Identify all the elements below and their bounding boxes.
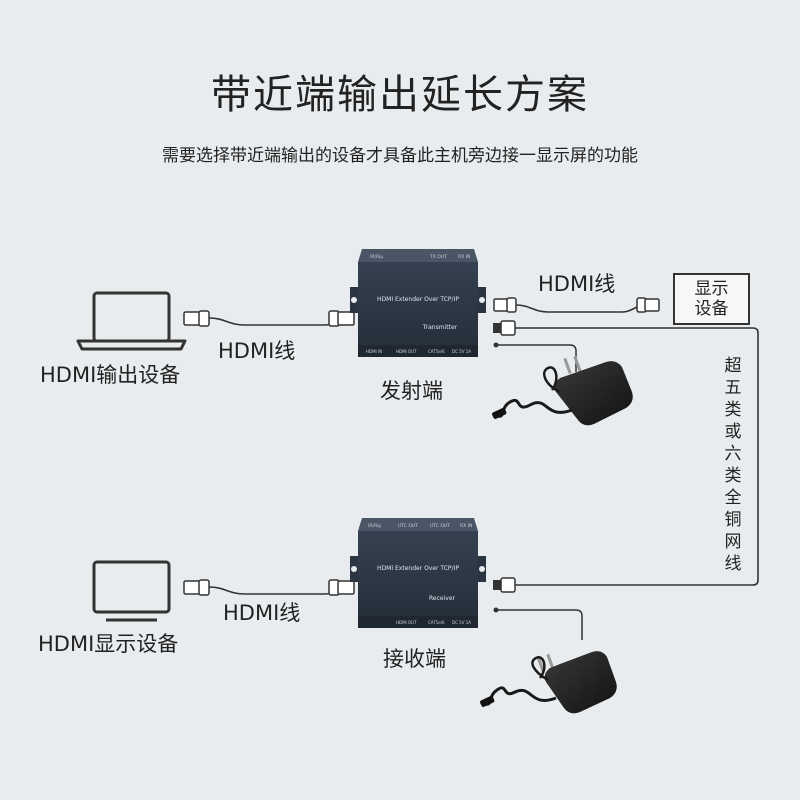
hdmi-cable-label-top: HDMI线 (218, 339, 296, 363)
hdmi-plug-icon (183, 579, 210, 596)
hdmi-cable-bottom (183, 579, 355, 596)
hdmi-plug-icon (328, 310, 355, 327)
port-label-cat: CAT5e/6 (428, 349, 445, 354)
port-label-utcout: UTC OUT (430, 523, 450, 529)
hdmi-cable-local-out (493, 297, 660, 313)
monitor-icon (92, 560, 171, 622)
receiver-role-text: Receiver (429, 595, 455, 602)
transmitter-device: IR/Rip TX OUT RX IN HDMI Extender Over T… (350, 249, 486, 357)
network-cable-label: 超五类或六类全铜网线 (724, 356, 742, 574)
rj45-plug-icon (493, 577, 516, 593)
port-label-hdmi-out: HDMI OUT (396, 620, 417, 625)
hdmi-plug-icon (328, 579, 355, 596)
hdmi-plug-icon (636, 297, 660, 313)
receiver-label: 接收端 (383, 647, 446, 671)
port-label-irrip: IR/Rip (370, 254, 383, 260)
transmitter-label: 发射端 (380, 379, 443, 403)
power-adapter-icon (492, 342, 633, 426)
display-device-box: 显示 设备 (673, 273, 750, 325)
port-label-cat: CAT5e/6 (428, 620, 445, 625)
hdmi-cable-label-local: HDMI线 (538, 272, 616, 296)
receiver-model-text: HDMI Extender Over TCP/IP (377, 565, 459, 572)
transmitter-model-text: HDMI Extender Over TCP/IP (377, 296, 459, 303)
transmitter-role-text: Transmitter (422, 324, 458, 331)
hdmi-plug-icon (493, 297, 517, 313)
port-label-txout: TX OUT (429, 254, 447, 260)
hdmi-plug-icon (183, 310, 210, 327)
hdmi-cable-label-bottom: HDMI线 (223, 601, 301, 625)
port-label-utcout: UTC OUT (398, 523, 418, 529)
hdmi-display-label: HDMI显示设备 (38, 632, 179, 656)
port-label-hdmi-in: HDMI IN (366, 349, 382, 354)
rj45-plug-icon (493, 320, 516, 336)
port-label-hdmi-out: HDMI OUT (396, 349, 417, 354)
display-device-label-line1: 显示 (694, 279, 729, 299)
page-title: 带近端输出延长方案 (211, 72, 589, 118)
display-device-label-line2: 设备 (694, 299, 729, 319)
power-adapter-icon (480, 607, 617, 714)
laptop-icon (76, 291, 187, 351)
port-label-rxin: RX IN (460, 523, 472, 529)
hdmi-cable-top (183, 310, 355, 327)
port-label-dc: DC 5V 1A (452, 349, 471, 354)
hdmi-source-label: HDMI输出设备 (40, 363, 181, 387)
port-label-dc: DC 5V 1A (452, 620, 471, 625)
receiver-device: IR/Rip UTC OUT UTC OUT RX IN HDMI Extend… (350, 518, 486, 628)
network-cable (493, 320, 759, 593)
port-label-irrip: IR/Rip (368, 523, 381, 529)
page-subtitle: 需要选择带近端输出的设备才具备此主机旁边接一显示屏的功能 (162, 146, 638, 166)
port-label-rxin: RX IN (458, 254, 470, 260)
